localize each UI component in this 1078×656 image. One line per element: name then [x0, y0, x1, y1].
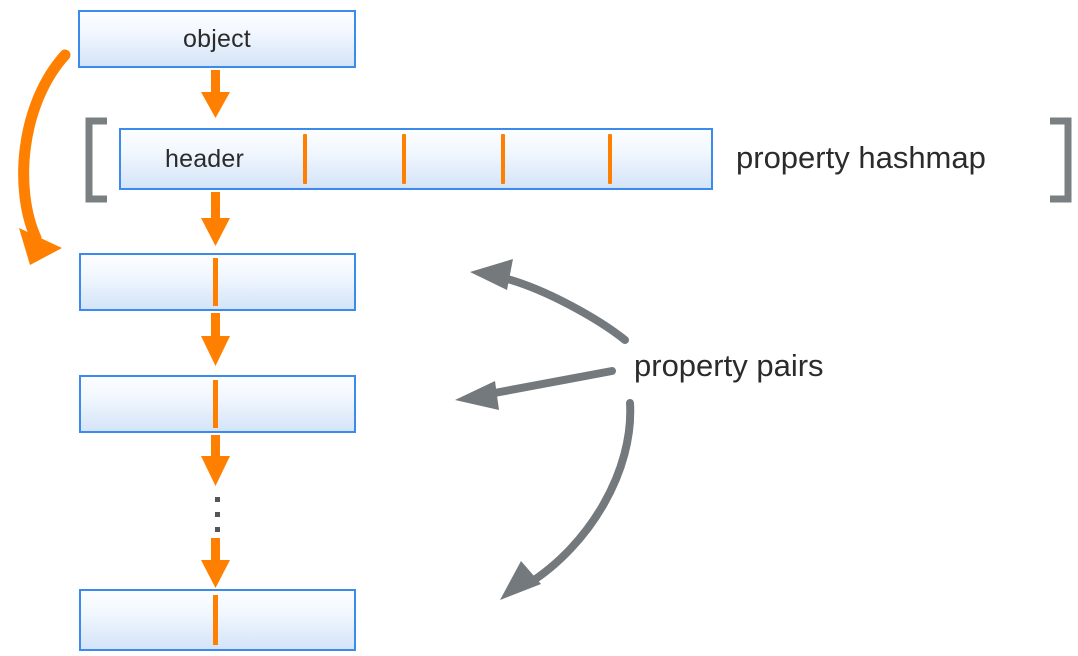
property-hashmap-label: property hashmap [736, 140, 986, 175]
pointer-arrow-bottom [500, 399, 635, 600]
ellipsis-dot-2 [215, 512, 220, 517]
arrow-object-to-hashmap [201, 70, 230, 118]
right-bracket [1050, 117, 1072, 203]
pointer-arrow-top [470, 259, 629, 344]
property-pair-box-3 [79, 589, 356, 651]
object-box: object [78, 10, 356, 68]
object-box-label: object [183, 24, 251, 53]
hashmap-slot-divider-3 [501, 134, 505, 184]
left-bracket [85, 117, 107, 203]
property-pair-box-2 [79, 375, 356, 433]
ellipsis-dot-3 [215, 527, 220, 532]
arrow-hashmap-to-pair-1 [201, 192, 230, 246]
arrow-pair-2-to-ellipsis [201, 435, 230, 486]
arrow-object-to-property-pairs-curved [18, 49, 71, 265]
hashmap-slot-divider-4 [608, 134, 612, 184]
header-cell-label: header [165, 144, 245, 173]
hashmap-slot-divider-1 [303, 134, 307, 184]
arrow-ellipsis-to-pair-3 [201, 538, 230, 588]
property-pair-box-1 [79, 253, 356, 311]
pointer-arrow-middle [455, 367, 616, 410]
property-pairs-label: property pairs [634, 348, 824, 383]
ellipsis-dot-1 [215, 497, 220, 502]
property-hashmap-bar: header [119, 128, 713, 190]
arrow-pair-1-to-pair-2 [201, 313, 230, 366]
hashmap-slot-divider-2 [402, 134, 406, 184]
